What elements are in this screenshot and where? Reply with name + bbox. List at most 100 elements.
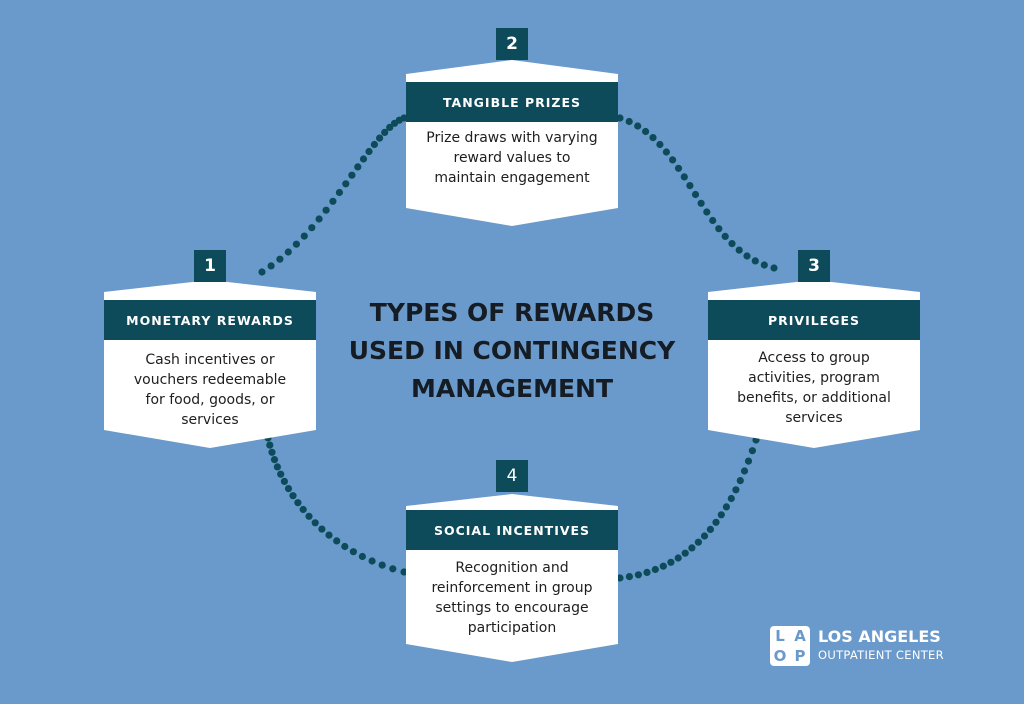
logo-letter: P [794, 647, 806, 665]
card-line: services [181, 412, 239, 428]
card-line: services [785, 410, 843, 426]
connector-dot [642, 127, 650, 136]
connector-dot [625, 573, 634, 581]
card-line: for food, goods, or [145, 392, 275, 408]
logo-subtitle: OUTPATIENT CENTER [818, 648, 944, 662]
connector-dot [686, 182, 694, 190]
connector-4-1 [264, 434, 408, 576]
connector-dot [748, 447, 757, 455]
title-line: MANAGEMENT [410, 374, 614, 403]
connector-dot [400, 114, 408, 122]
card-line: Recognition and [455, 560, 569, 576]
card-line: Access to group [758, 350, 870, 366]
diagram-title: TYPES OF REWARDS USED IN CONTINGENCY MAN… [320, 294, 704, 408]
connector-dot [669, 156, 677, 164]
step-number-4: 4 [496, 460, 528, 492]
connector-dot [359, 155, 368, 163]
connector-dot [721, 232, 729, 240]
connector-dot [270, 456, 279, 464]
connector-dot [276, 255, 284, 263]
card-line: participation [467, 620, 557, 636]
card-social-incentives: SOCIAL INCENTIVES Recognition and reinfo… [406, 494, 618, 662]
connector-dot [329, 197, 337, 205]
connector-dot [386, 123, 394, 131]
connector-dot [722, 503, 731, 511]
logo-letter: O [773, 647, 787, 665]
card-line: Cash incentives or [145, 352, 275, 368]
connector-1-2 [258, 114, 408, 276]
connector-dot [370, 140, 378, 149]
connector-dot [616, 114, 624, 122]
connector-dot [643, 568, 651, 577]
connector-dot [674, 164, 683, 172]
connector-dot [680, 173, 688, 181]
connector-dot [289, 492, 297, 500]
connector-dot [634, 122, 642, 130]
connector-dot [667, 558, 675, 566]
connector-dot [277, 470, 285, 478]
connector-dot [348, 171, 356, 179]
connector-dot [294, 499, 302, 507]
connector-dot [273, 463, 281, 471]
connector-dot [365, 147, 373, 156]
connector-dot [305, 512, 313, 520]
connector-dot [649, 134, 657, 142]
connector-dot [717, 511, 725, 519]
connector-dot [616, 574, 624, 582]
connector-dot [308, 224, 316, 232]
title-line: USED IN CONTINGENCY [348, 336, 676, 365]
connector-dot [333, 537, 341, 545]
brand-logo: L A O P LOS ANGELES OUTPATIENT CENTER [770, 626, 1000, 668]
connector-dot [311, 519, 319, 527]
connector-dot [381, 128, 389, 136]
connector-dot [376, 134, 384, 142]
card-description: Access to group activities, program bene… [716, 348, 912, 428]
step-number-3: 3 [798, 250, 830, 282]
card-heading: MONETARY REWARDS [104, 300, 316, 340]
connector-dot [712, 518, 720, 526]
connector-dot [651, 565, 659, 574]
connector-dot [335, 188, 343, 197]
step-number-2: 2 [496, 28, 528, 60]
card-privileges: PRIVILEGES Access to group activities, p… [708, 280, 920, 448]
connector-dot [318, 525, 326, 533]
card-description: Cash incentives or vouchers redeemable f… [112, 350, 308, 430]
connector-dot [688, 544, 696, 552]
connector-dot [674, 554, 682, 562]
card-line: maintain engagement [434, 170, 590, 186]
connector-dot [727, 494, 735, 503]
connector-dot [735, 246, 743, 254]
connector-dot [694, 538, 703, 546]
connector-dot [691, 190, 700, 199]
connector-dot [634, 571, 643, 579]
connector-dot [740, 467, 749, 475]
card-description: Recognition and reinforcement in group s… [414, 558, 610, 638]
connector-dot [267, 262, 275, 270]
connector-dot [284, 248, 292, 256]
connector-dot [659, 562, 667, 570]
connector-dot [709, 216, 717, 225]
logo-letter: L [775, 627, 785, 645]
connector-dot [736, 477, 744, 485]
connector-dot [770, 264, 778, 272]
connector-dot [703, 208, 711, 216]
card-line: vouchers redeemable [133, 372, 287, 388]
connector-dot [681, 549, 689, 557]
step-number-1: 1 [194, 250, 226, 282]
card-line: reinforcement in group [431, 580, 593, 596]
connector-dot [354, 163, 362, 171]
card-monetary-rewards: MONETARY REWARDS Cash incentives or vouc… [104, 280, 316, 448]
connector-dot [728, 240, 736, 248]
connector-dot [625, 117, 633, 126]
connector-dot [342, 180, 350, 188]
connector-dot [656, 140, 664, 149]
connector-dot [315, 215, 323, 223]
connector-dot [266, 441, 274, 449]
logo-mark: L A O P [770, 626, 810, 666]
connector-dot [697, 199, 705, 207]
card-line: activities, program [748, 370, 880, 386]
card-line: Prize draws with varying [426, 130, 598, 146]
logo-name: LOS ANGELES [818, 627, 941, 646]
card-line: benefits, or additional [737, 390, 891, 406]
